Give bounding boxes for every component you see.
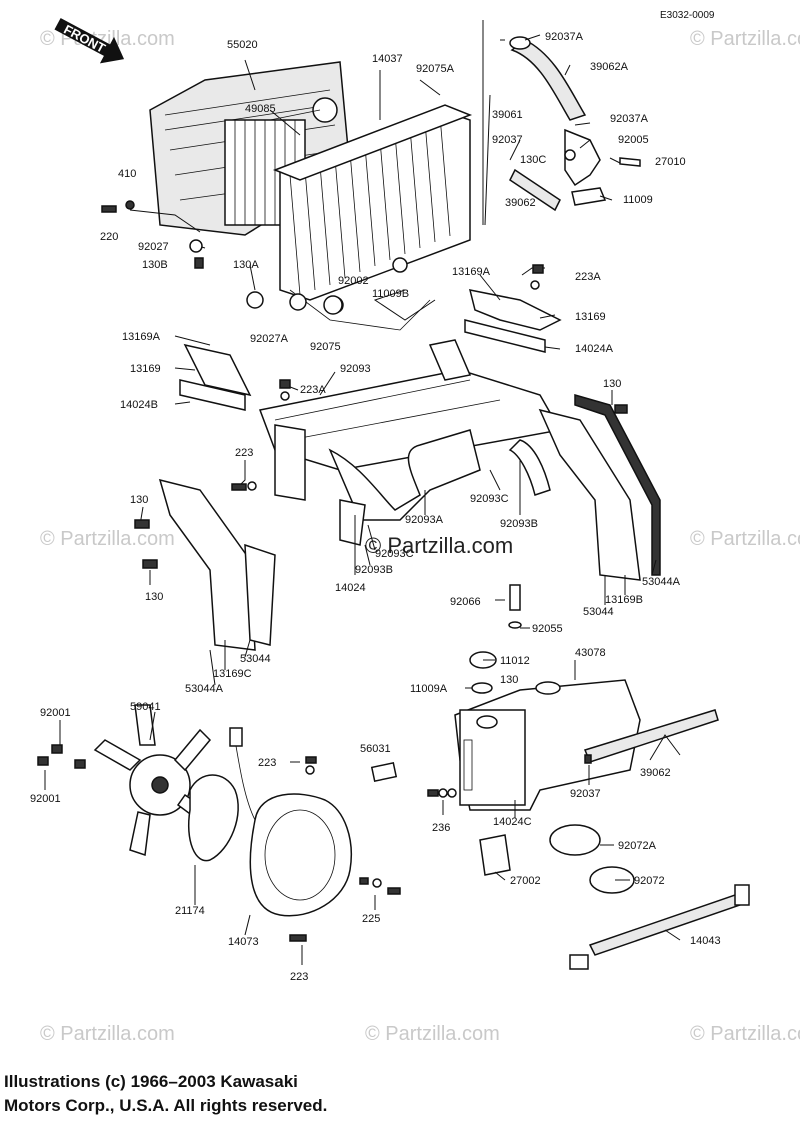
callout-92001-bottom: 92001 [30,793,61,805]
watermark: © Partzilla.com [690,28,800,50]
callout-92093C-mid: 92093C [375,548,414,560]
callout-130B: 130B [142,259,168,271]
callout-223-mid: 223 [235,447,253,459]
callout-53044A-right: 53044A [642,576,681,588]
copyright-line-2: Motors Corp., U.S.A. All rights reserved… [4,1096,328,1115]
callout-39062-right: 39062 [640,767,671,779]
document-code: E3032-0009 [660,10,715,21]
callout-53044-right: 53044 [583,606,614,618]
callout-225: 225 [362,913,380,925]
callout-92005: 92005 [618,134,649,146]
watermark-layer: © Partzilla.com © Partzilla.com © Partzi… [40,28,800,1045]
callout-14024A: 14024A [575,343,614,355]
callout-39062-top: 39062 [505,197,536,209]
callout-92027: 92027 [138,241,169,253]
cooling-fan-drawing [93,704,239,862]
callout-27010: 27010 [655,156,686,168]
callout-43078: 43078 [575,647,606,659]
callout-236: 236 [432,822,450,834]
callout-39062A: 39062A [590,61,629,73]
callout-92027A: 92027A [250,333,289,345]
watermark: © Partzilla.com [40,1023,175,1045]
callout-11012: 11012 [500,655,530,667]
callout-92001-top: 92001 [40,707,71,719]
callout-92055: 92055 [532,623,563,635]
callout-13169C: 13169C [213,668,252,680]
callout-92093A: 92093A [405,514,444,526]
fan-switch-drawing [508,584,522,629]
callout-14024: 14024 [335,582,366,594]
callout-223-fan: 223 [258,757,276,769]
callout-14024C: 14024C [493,816,532,828]
callout-11009A: 11009A [410,683,448,695]
copyright-notice: Illustrations (c) 1966–2003 Kawasaki Mot… [4,1070,604,1118]
reserve-tank-drawing [370,651,719,811]
callout-130-left2: 130 [145,591,163,603]
callout-49085: 49085 [245,103,276,115]
callout-13169A-left: 13169A [122,331,161,343]
callout-27002: 27002 [510,875,541,887]
hose-clamps-drawing [479,824,635,894]
watermark: © Partzilla.com [690,1023,800,1045]
wiring-harness-drawing [569,884,750,970]
callout-11009B: 11009B [372,288,409,300]
leader-lines [44,34,681,965]
callout-13169B: 13169B [605,594,643,606]
copyright-line-1: Illustrations (c) 1966–2003 Kawasaki [4,1072,298,1091]
callout-92093B-mid: 92093B [355,564,393,576]
callout-223A-mid: 223A [300,384,326,396]
callout-92072A: 92072A [618,840,657,852]
side-ducts-drawing [158,394,661,651]
callout-130A: 130A [233,259,259,271]
callout-14073: 14073 [228,936,259,948]
watermark: © Partzilla.com [40,528,175,550]
callout-53044A-left: 53044A [185,683,224,695]
callout-130C: 130C [520,154,546,166]
callout-410: 410 [118,168,136,180]
callout-39061: 39061 [492,109,523,121]
callout-223A-right: 223A [575,271,601,283]
callout-14024B: 14024B [120,399,158,411]
upper-hoses-drawing [482,20,641,226]
callout-13169-left: 13169 [130,363,161,375]
callout-92093: 92093 [340,363,371,375]
watermark: © Partzilla.com [690,528,800,550]
callout-92037A-top: 92037A [545,31,584,43]
callout-92066: 92066 [450,596,481,608]
callout-92093B-right: 92093B [500,518,538,530]
watermark-center: © Partzilla.com [365,533,513,558]
fasteners-drawing [37,200,628,942]
callout-92037: 92037 [492,134,523,146]
callout-56031: 56031 [360,743,391,755]
callout-92093C-right: 92093C [470,493,509,505]
fan-shroud-drawing [229,727,352,917]
callout-92037A-mid: 92037A [610,113,649,125]
callout-92002: 92002 [338,275,369,287]
callout-11009: 11009 [623,194,653,206]
watermark: © Partzilla.com [365,1023,500,1045]
callout-labels: 55020 14037 92075A 49085 39061 92037A 39… [30,31,721,983]
callout-59041: 59041 [130,701,161,713]
callout-130-tank: 130 [500,674,518,686]
radiator-core-drawing [269,97,473,331]
frame-brackets-drawing [179,289,562,501]
callout-130-left1: 130 [130,494,148,506]
callout-223-bottom: 223 [290,971,308,983]
callout-53044-left: 53044 [240,653,271,665]
callout-14043: 14043 [690,935,721,947]
callout-14037: 14037 [372,53,403,65]
callout-55020: 55020 [227,39,258,51]
callout-92037-tank: 92037 [570,788,601,800]
callout-130-right: 130 [603,378,621,390]
callout-92072: 92072 [634,875,665,887]
callout-92075A: 92075A [416,63,455,75]
callout-21174: 21174 [175,905,205,917]
callout-220: 220 [100,231,118,243]
callout-92075: 92075 [310,341,341,353]
callout-13169A-right: 13169A [452,266,491,278]
callout-13169-right: 13169 [575,311,606,323]
